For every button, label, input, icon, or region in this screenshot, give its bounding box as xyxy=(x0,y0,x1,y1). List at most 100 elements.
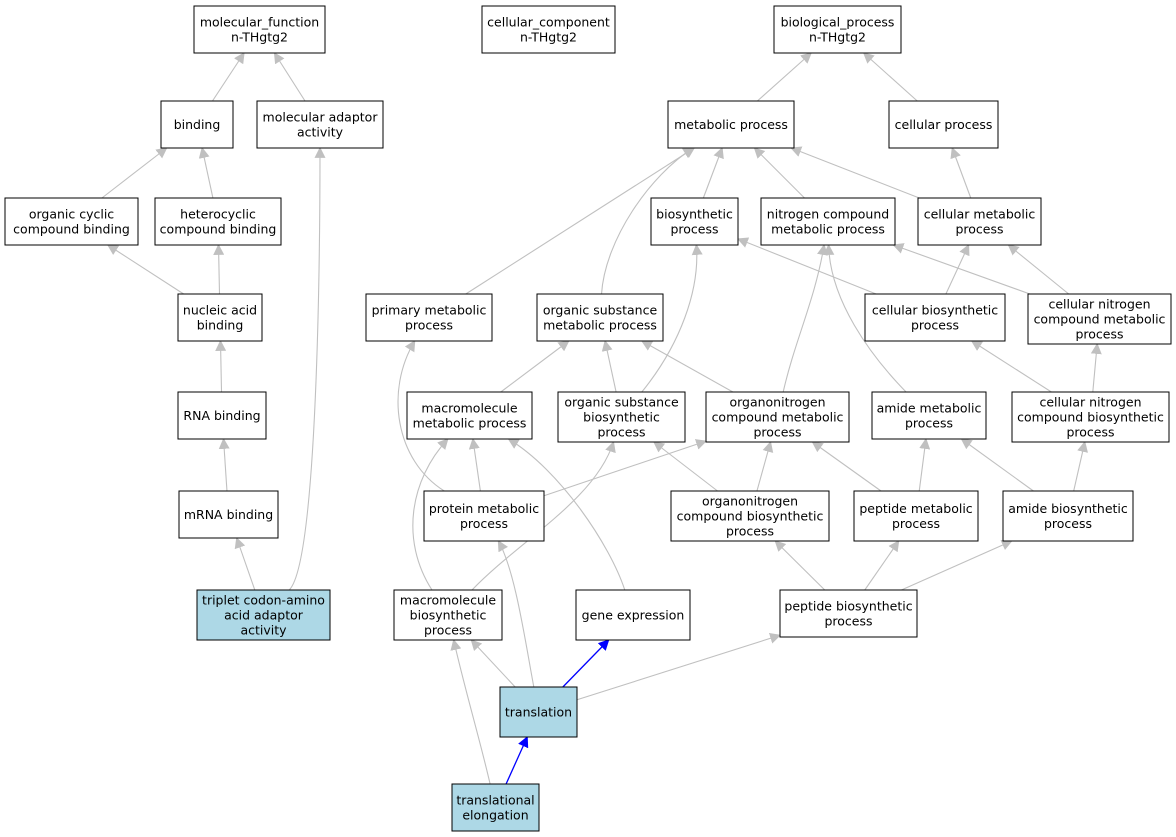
node-label-line: organic substance xyxy=(543,303,658,318)
edge-organonitrogen-compound-metabolic-process-to-organic-substance-metabolic-process xyxy=(640,340,734,393)
node-label-line: compound metabolic xyxy=(712,410,844,425)
node-label-line: triplet codon-amino xyxy=(202,593,325,608)
node-box xyxy=(256,100,384,149)
edge-protein-metabolic-process-to-organonitrogen-compound-metabolic-process xyxy=(543,439,708,497)
edge-translational-elongation-to-translation xyxy=(505,735,529,785)
node-label-line: metabolic process xyxy=(413,416,527,431)
node-label-line: acid adaptor xyxy=(224,608,304,623)
node-box xyxy=(499,686,578,738)
node-label-line: process xyxy=(955,222,1003,237)
node-label-line: organic cyclic xyxy=(29,207,114,222)
node-label-line: process xyxy=(726,524,774,539)
edge-cellular-nitrogen-compound-metabolic-process-to-cellular-metabolic-process xyxy=(1007,244,1070,295)
edge-translation-to-gene-expression xyxy=(562,639,610,688)
node-box xyxy=(4,197,139,246)
node-label-line: n-THgtg2 xyxy=(231,30,288,45)
node-box xyxy=(406,391,533,440)
node-box xyxy=(853,490,979,542)
node-box xyxy=(536,293,664,342)
node-label-line: process xyxy=(424,623,472,638)
edge-cellular-metabolic-process-to-metabolic-process xyxy=(790,146,920,199)
edge-binding-to-molecular-function xyxy=(212,52,245,102)
edge-macromolecule-biosynthetic-process-to-organic-substance-biosynthetic-process xyxy=(471,440,616,591)
node-label-line: gene expression xyxy=(582,608,685,623)
edge-cellular-nitrogen-compound-metabolic-process-to-nitrogen-compound-metabolic-process xyxy=(892,243,1031,295)
node-label-line: process xyxy=(597,425,645,440)
node-label-line: protein metabolic xyxy=(429,501,539,516)
node-label-line: nucleic acid xyxy=(183,303,257,318)
edge-macromolecule-biosynthetic-process-to-macromolecule-metabolic-process xyxy=(412,438,449,591)
node-gene-expression: gene expression xyxy=(575,589,691,641)
node-label-line: process xyxy=(892,516,940,531)
node-box xyxy=(575,589,691,641)
node-label-line: amide biosynthetic xyxy=(1008,501,1128,516)
node-label-line: molecular adaptor xyxy=(263,110,379,125)
edge-amide-biosynthetic-process-to-cellular-nitrogen-compound-biosynthetic-process xyxy=(1073,440,1088,492)
edge-protein-metabolic-process-to-primary-metabolic-process xyxy=(397,340,445,492)
node-label-line: compound binding xyxy=(160,222,277,237)
edge-organonitrogen-compound-metabolic-process-to-nitrogen-compound-metabolic-process xyxy=(782,243,828,393)
node-box xyxy=(779,589,918,638)
node-label-line: process xyxy=(405,318,453,333)
node-box xyxy=(365,293,493,342)
node-label-line: peptide biosynthetic xyxy=(784,599,912,614)
node-label-line: peptide metabolic xyxy=(859,501,972,516)
edge-organic-substance-biosynthetic-process-to-organic-substance-metabolic-process xyxy=(601,339,617,393)
node-label-line: activity xyxy=(240,623,287,638)
node-label-line: compound metabolic xyxy=(1034,312,1166,327)
node-label-line: organonitrogen xyxy=(729,395,825,410)
node-box xyxy=(760,197,896,246)
node-label-line: process xyxy=(460,516,508,531)
edge-organic-cyclic-compound-binding-to-binding xyxy=(101,147,168,199)
edge-heterocyclic-compound-binding-to-binding xyxy=(198,146,214,199)
node-box xyxy=(393,589,503,641)
node-box xyxy=(193,5,326,54)
edge-molecular-adaptor-activity-to-molecular-function xyxy=(273,52,306,102)
node-label-line: cellular process xyxy=(895,117,993,132)
nodes-layer: molecular_functionn-THgtg2cellular_compo… xyxy=(4,5,1172,832)
node-label-line: translation xyxy=(505,705,572,720)
node-label-line: RNA binding xyxy=(183,408,260,423)
edge-gene-expression-to-macromolecule-metabolic-process xyxy=(507,438,626,591)
node-box xyxy=(917,197,1042,246)
node-label-line: cellular biosynthetic xyxy=(872,303,998,318)
node-label-line: organic substance xyxy=(564,395,679,410)
node-label-line: process xyxy=(753,425,801,440)
edge-organic-substance-metabolic-process-to-metabolic-process xyxy=(600,147,695,295)
edge-triplet-codon-amino-acid-adaptor-activity-to-molecular-adaptor-activity xyxy=(288,146,326,591)
edge-peptide-metabolic-process-to-amide-metabolic-process xyxy=(918,437,931,492)
node-label-line: organonitrogen xyxy=(702,494,798,509)
node-label-line: compound binding xyxy=(13,222,130,237)
edge-mrna-binding-to-rna-binding xyxy=(218,437,230,492)
node-label-line: process xyxy=(905,416,953,431)
node-label-line: process xyxy=(911,318,959,333)
node-label-line: metabolic process xyxy=(771,222,885,237)
edge-metabolic-process-to-biological-process xyxy=(756,52,812,102)
node-box xyxy=(1027,293,1172,345)
node-translation: translation xyxy=(499,686,578,738)
node-cellular-process: cellular process xyxy=(888,100,999,149)
node-box xyxy=(451,783,540,832)
edge-translational-elongation-to-macromolecule-biosynthetic-process xyxy=(450,638,491,785)
node-label-line: amide metabolic xyxy=(877,401,982,416)
node-label-line: process xyxy=(670,222,718,237)
edge-translation-to-macromolecule-biosynthetic-process xyxy=(470,639,516,688)
node-box xyxy=(177,293,263,342)
node-label-line: cellular nitrogen xyxy=(1039,395,1141,410)
